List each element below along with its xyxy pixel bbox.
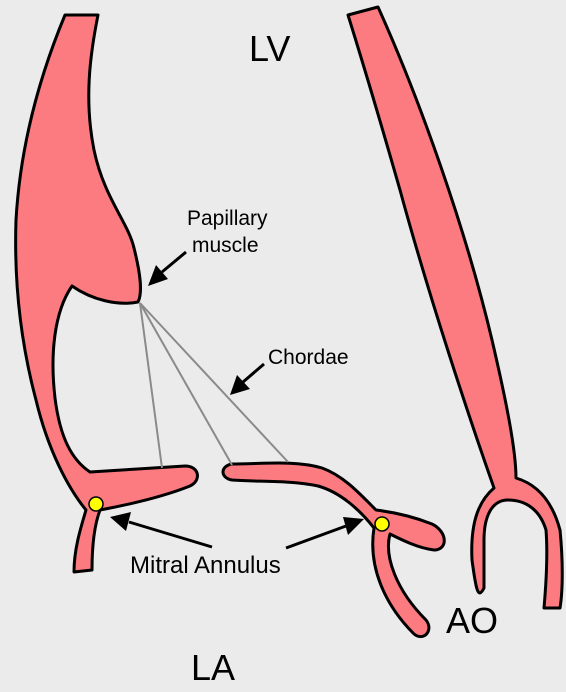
papillary-arrow: [148, 252, 186, 286]
annulus-arrow-left: [110, 512, 212, 547]
left-ventricular-wall: [16, 15, 198, 572]
chordae-tendineae: [140, 303, 288, 468]
anterior-mitral-leaflet: [223, 463, 444, 637]
annulus-arrow-right: [286, 517, 364, 548]
chordae-arrow: [230, 364, 264, 395]
chorda-1: [140, 303, 162, 468]
ao-label: AO: [446, 600, 498, 641]
right-annulus-marker: [375, 517, 389, 531]
la-label: LA: [191, 647, 235, 688]
mitral-annulus-label: Mitral Annulus: [130, 552, 281, 579]
papillary-label-line1: Papillary: [187, 207, 268, 230]
lv-label: LV: [249, 28, 290, 69]
chorda-3: [140, 303, 288, 462]
chordae-label: Chordae: [268, 346, 349, 369]
chorda-2: [140, 303, 232, 465]
papillary-label-line2: muscle: [192, 234, 259, 257]
left-annulus-marker: [89, 497, 103, 511]
